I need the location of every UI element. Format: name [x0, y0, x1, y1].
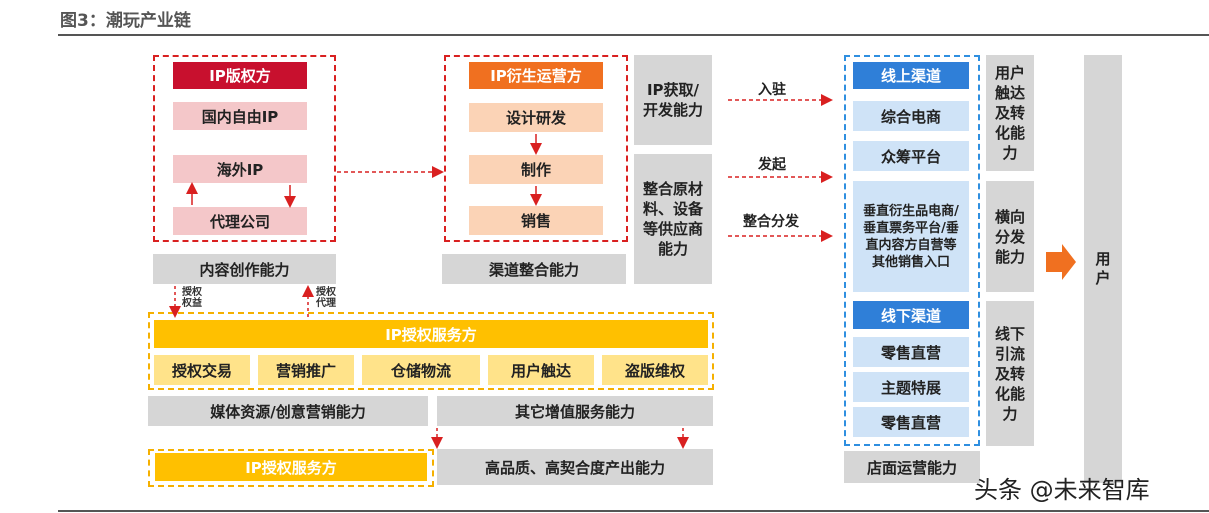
media-marketing-capability: 媒体资源/创意营销能力 — [148, 396, 428, 426]
ip-service-group — [148, 312, 714, 390]
license-label-agent: 授权代理 — [316, 287, 336, 309]
user-box: 用户 — [1084, 55, 1122, 483]
arrow-label-initiate: 发起 — [758, 157, 786, 173]
online-item-ecommerce: 综合电商 — [853, 101, 969, 131]
ip-operator-item-make: 制作 — [469, 155, 603, 184]
ip-operator-header: IP衍生运营方 — [469, 62, 603, 89]
arrow-label-distribute: 整合分发 — [743, 214, 799, 230]
offline-item-retail: 零售直营 — [853, 337, 969, 367]
ip-service-header: IP授权服务方 — [154, 320, 708, 348]
ip-owner-item-overseas: 海外IP — [173, 155, 307, 183]
ip-owner-group — [153, 55, 336, 242]
license-label-rights: 授权权益 — [182, 287, 202, 309]
ip-service-item-logistics: 仓储物流 — [362, 355, 480, 385]
ip-acquire-capability: IP获取/开发能力 — [634, 55, 712, 145]
online-item-vertical: 垂直衍生品电商/垂直票务平台/垂直内容方自营等其他销售入口 — [853, 181, 969, 292]
ip-owner-item-domestic: 国内自由IP — [173, 102, 307, 130]
value-added-capability: 其它增值服务能力 — [437, 396, 713, 426]
arrow-label-settle: 入驻 — [758, 82, 786, 98]
ip-owner-capability: 内容创作能力 — [153, 254, 336, 284]
offline-item-exhibition: 主题特展 — [853, 372, 969, 402]
offline-item-retail-2: 零售直营 — [853, 407, 969, 437]
bottom-capability: 高品质、高契合度产出能力 — [437, 449, 713, 485]
figure-title: 图3：潮玩产业链 — [60, 11, 191, 31]
top-rule — [58, 34, 1209, 36]
offline-conversion-capability: 线下引流及转化能力 — [986, 301, 1034, 446]
offline-channel-header: 线下渠道 — [853, 301, 969, 329]
ip-operator-capability: 渠道整合能力 — [442, 254, 626, 284]
ip-operator-item-design: 设计研发 — [469, 103, 603, 132]
user-reach-capability: 用户触达及转化能力 — [986, 55, 1034, 171]
bottom-rule — [58, 510, 1209, 512]
bottom-service-group — [148, 449, 434, 487]
ip-service-item-trade: 授权交易 — [154, 355, 250, 385]
watermark: 头条 @未来智库 — [974, 476, 1150, 504]
ip-service-item-reach: 用户触达 — [488, 355, 594, 385]
arrow-to-user — [1046, 244, 1076, 280]
supplier-integration-capability: 整合原材料、设备等供应商能力 — [634, 154, 712, 284]
online-channel-header: 线上渠道 — [853, 62, 969, 89]
horizontal-distribution-capability: 横向分发能力 — [986, 181, 1034, 292]
ip-service-item-marketing: 营销推广 — [258, 355, 354, 385]
channels-group — [844, 55, 980, 446]
ip-owner-item-agency: 代理公司 — [173, 207, 307, 235]
ip-owner-header: IP版权方 — [173, 62, 307, 89]
ip-service-item-antipiracy: 盗版维权 — [602, 355, 708, 385]
bottom-service-box: IP授权服务方 — [155, 453, 427, 481]
store-operation-capability: 店面运营能力 — [844, 451, 980, 483]
ip-operator-item-sales: 销售 — [469, 206, 603, 235]
online-item-crowdfunding: 众筹平台 — [853, 141, 969, 171]
ip-operator-group — [444, 55, 628, 242]
